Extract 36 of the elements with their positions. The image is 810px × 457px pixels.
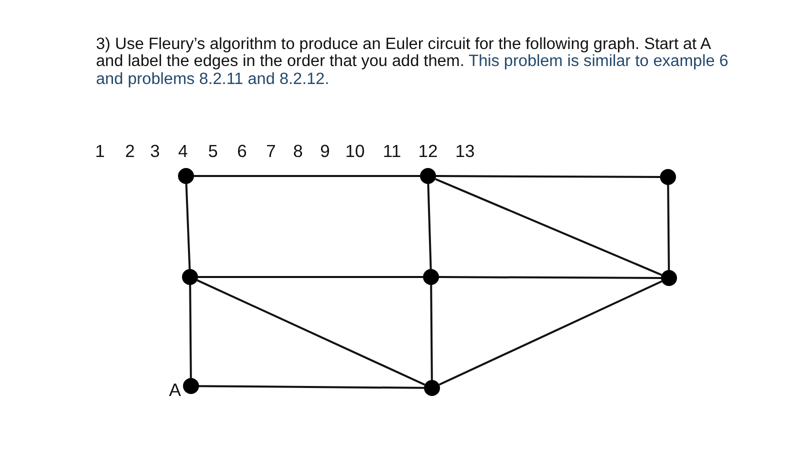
- edge-order-number: 11: [382, 141, 402, 161]
- edge-order-number: 12: [418, 141, 438, 161]
- edge-order-number: 3: [150, 141, 160, 161]
- edge-order-number: 1: [95, 141, 105, 161]
- edge-order-number: 2: [125, 141, 135, 161]
- vertex-dot: [660, 169, 676, 185]
- vertex-dot: [178, 168, 194, 184]
- edge-order-number: 13: [455, 141, 475, 161]
- graph-edge: [199, 385, 424, 389]
- graph-edge: [667, 184, 670, 270]
- edge-order-number: 4: [178, 141, 188, 161]
- graph-edge: [196, 279, 426, 386]
- edge-order-number: 10: [345, 141, 365, 161]
- vertex-label: A: [168, 380, 181, 400]
- vertex-dot: [423, 269, 439, 285]
- edge-order-number: 8: [293, 141, 303, 161]
- edge-order-number: 7: [266, 141, 276, 161]
- edge-order-number: 5: [208, 141, 218, 161]
- graph-edge: [438, 280, 662, 386]
- graph-edge: [435, 178, 662, 276]
- graph-edge: [439, 276, 661, 279]
- question-text: 3) Use Fleury’s algorithm to produce an Euler circuit for the following graph. Start at A and label the edges in the order that you add them. This problem is similar to example 6 and problems 8.2.11 and 8.2.12.: [96, 36, 730, 88]
- graph-edge: [430, 284, 433, 380]
- graph-edge: [198, 276, 423, 278]
- vertex-dot: [183, 378, 199, 394]
- edge-order-number: 6: [237, 141, 247, 161]
- graph-edge: [427, 184, 432, 270]
- graph-edge: [194, 175, 420, 177]
- vertex-dot: [420, 168, 436, 184]
- vertex-dot: [182, 269, 198, 285]
- graph-edge: [185, 184, 191, 270]
- graph-edge: [189, 284, 192, 378]
- vertex-dot: [424, 380, 440, 396]
- graph-edge: [436, 175, 660, 178]
- vertex-dot: [661, 270, 677, 286]
- edge-order-number: 9: [320, 141, 330, 161]
